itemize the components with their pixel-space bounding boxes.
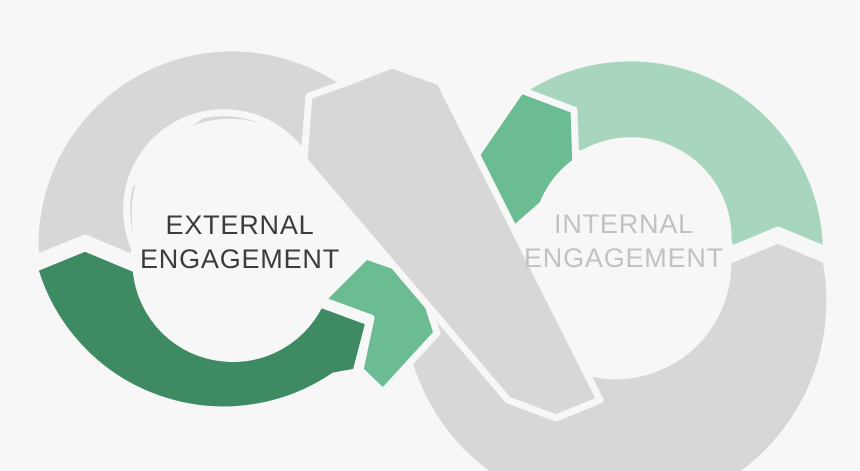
external-label-line2: ENGAGEMENT	[140, 244, 340, 274]
left-gray-arc-main	[31, 44, 351, 262]
left-mid-green-wedge	[318, 252, 441, 396]
external-label-line1: EXTERNAL	[166, 210, 315, 240]
external-hub	[134, 144, 328, 338]
external-engagement-label: EXTERNAL ENGAGEMENT	[140, 210, 340, 274]
internal-hub	[533, 141, 727, 335]
left-dark-green-arc	[31, 244, 373, 414]
internal-engagement-label: INTERNAL ENGAGEMENT	[524, 209, 724, 273]
external-engagement-loop	[31, 44, 441, 414]
right-gray-arc	[400, 236, 834, 471]
right-light-green-arc	[485, 54, 830, 254]
internal-label-line1: INTERNAL	[554, 209, 694, 239]
internal-label-line2: ENGAGEMENT	[524, 243, 724, 273]
gray-diagonal-band	[300, 61, 604, 422]
